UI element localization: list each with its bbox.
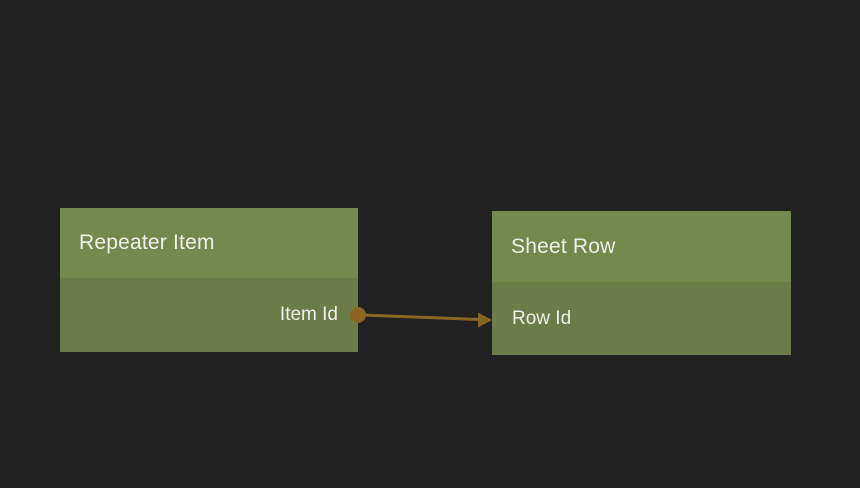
node-title: Repeater Item xyxy=(79,231,215,254)
node-title: Sheet Row xyxy=(511,234,616,258)
connection-line[interactable] xyxy=(360,313,482,321)
node-repeater-item-header[interactable]: Repeater Item xyxy=(60,208,358,278)
node-sheet-row[interactable]: Sheet Row Row Id xyxy=(492,211,791,355)
arrowhead-icon xyxy=(478,312,492,328)
node-sheet-row-body: Row Id xyxy=(492,282,791,355)
node-repeater-item-body: Item Id xyxy=(60,278,358,352)
node-sheet-row-header[interactable]: Sheet Row xyxy=(492,211,791,282)
field-item-id[interactable]: Item Id xyxy=(279,304,338,325)
node-repeater-item[interactable]: Repeater Item Item Id xyxy=(60,208,358,352)
field-row-id[interactable]: Row Id xyxy=(512,307,572,329)
